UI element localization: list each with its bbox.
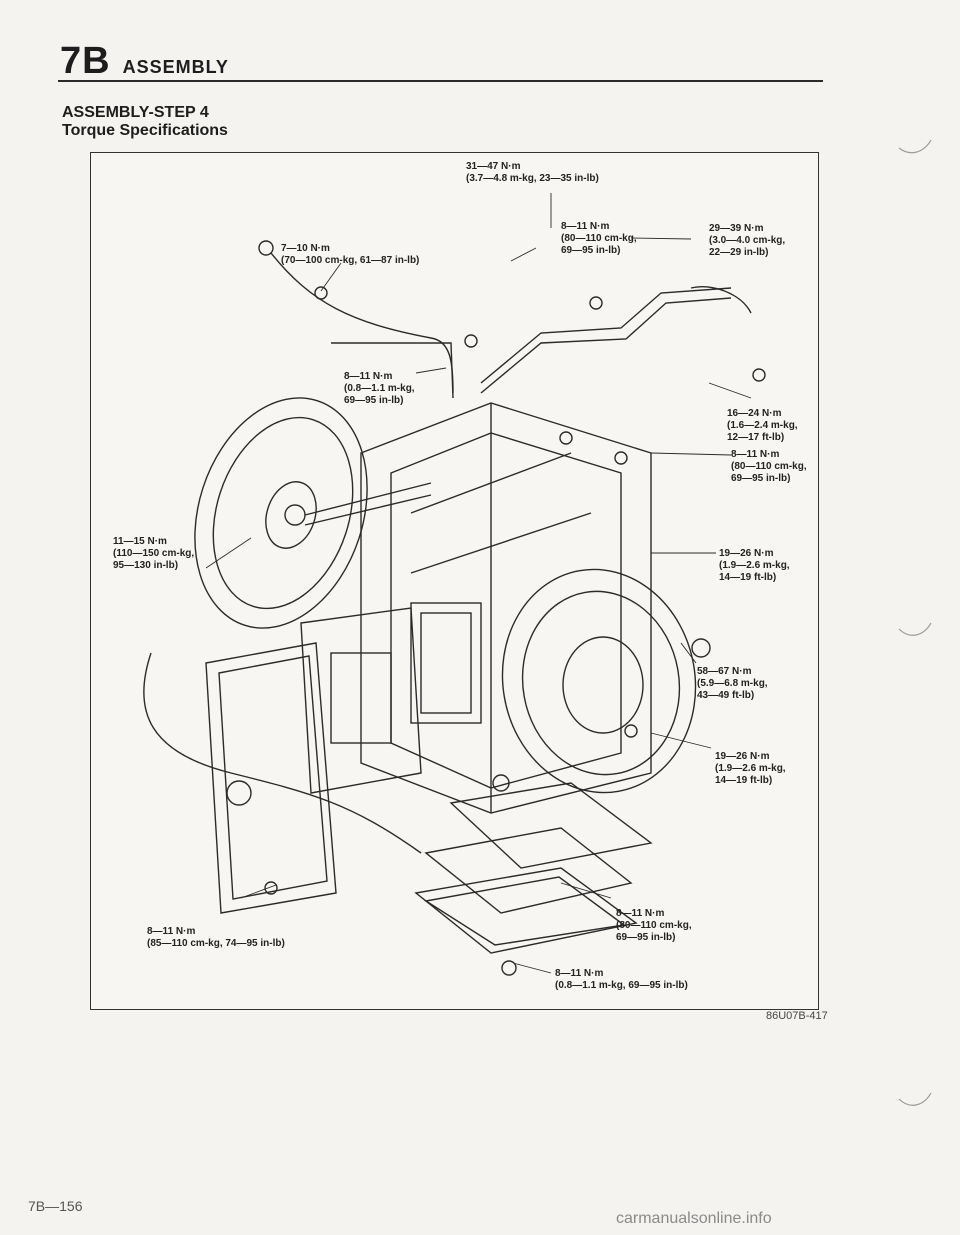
figure-code: 86U07B-417 xyxy=(766,1010,828,1022)
torque-spec-right-2: 8—11 N·m(80—110 cm-kg,69—95 in-lb) xyxy=(731,449,807,484)
transaxle-illustration xyxy=(143,193,766,976)
cooler-pipe-drawing xyxy=(270,252,752,399)
leader-lines xyxy=(205,193,752,974)
torque-spec-upper-right: 29—39 N·m(3.0—4.0 cm-kg,22—29 in-lb) xyxy=(709,223,786,258)
torque-spec-right-4: 58—67 N·m(5.9—6.8 m-kg,43—49 ft-lb) xyxy=(697,666,768,701)
section-header: 7B ASSEMBLY xyxy=(60,40,229,83)
torque-spec-right-3: 19—26 N·m(1.9—2.6 m-kg,14—19 ft-lb) xyxy=(719,548,790,583)
section-title: ASSEMBLY xyxy=(122,57,229,77)
torque-spec-right-5: 19—26 N·m(1.9—2.6 m-kg,14—19 ft-lb) xyxy=(715,751,786,786)
torque-spec-mid-left: 8—11 N·m(0.8—1.1 m-kg,69—95 in-lb) xyxy=(344,371,415,406)
page-number: 7B—156 xyxy=(28,1198,83,1214)
torque-spec-bottom: 8—11 N·m(0.8—1.1 m-kg, 69—95 in-lb) xyxy=(555,968,688,991)
step-label: ASSEMBLY-STEP 4 xyxy=(62,104,209,121)
torque-spec-top-center: 31—47 N·m(3.7—4.8 m-kg, 23—35 in-lb) xyxy=(466,161,599,184)
torque-spec-left: 11—15 N·m(110—150 cm-kg,95—130 in-lb) xyxy=(113,536,195,571)
oil-pan-drawing xyxy=(414,782,653,954)
margin-mark xyxy=(898,1092,932,1106)
step-subtitle: Torque Specifications xyxy=(62,122,228,139)
margin-mark xyxy=(898,622,932,636)
step-heading: ASSEMBLY-STEP 4 Torque Specifications xyxy=(62,104,228,140)
section-number: 7B xyxy=(60,40,111,82)
bell-housing-drawing xyxy=(501,568,697,794)
torque-spec-bottom-mid: 8—11 N·m(80—110 cm-kg,69—95 in-lb) xyxy=(616,908,692,943)
exploded-view-figure: 31—47 N·m(3.7—4.8 m-kg, 23—35 in-lb) 7—1… xyxy=(90,152,819,1010)
torque-spec-upper-left: 7—10 N·m(70—100 cm-kg, 61—87 in-lb) xyxy=(281,243,420,266)
torque-spec-upper-mid: 8—11 N·m(80—110 cm-kg,69—95 in-lb) xyxy=(561,221,637,256)
bolt-drawings xyxy=(258,240,766,976)
header-rule xyxy=(58,80,823,82)
torque-converter-drawing xyxy=(194,397,432,629)
wire-harness-drawing xyxy=(143,652,422,854)
torque-spec-right-1: 16—24 N·m(1.6—2.4 m-kg,12—17 ft-lb) xyxy=(727,408,798,443)
torque-spec-bottom-left: 8—11 N·m(85—110 cm-kg, 74—95 in-lb) xyxy=(147,926,285,949)
valve-body-drawing xyxy=(300,607,422,794)
watermark: carmanualsonline.info xyxy=(616,1210,772,1227)
transmission-case-drawing xyxy=(360,402,652,814)
side-cover-drawing xyxy=(205,642,337,914)
margin-mark xyxy=(898,139,932,154)
